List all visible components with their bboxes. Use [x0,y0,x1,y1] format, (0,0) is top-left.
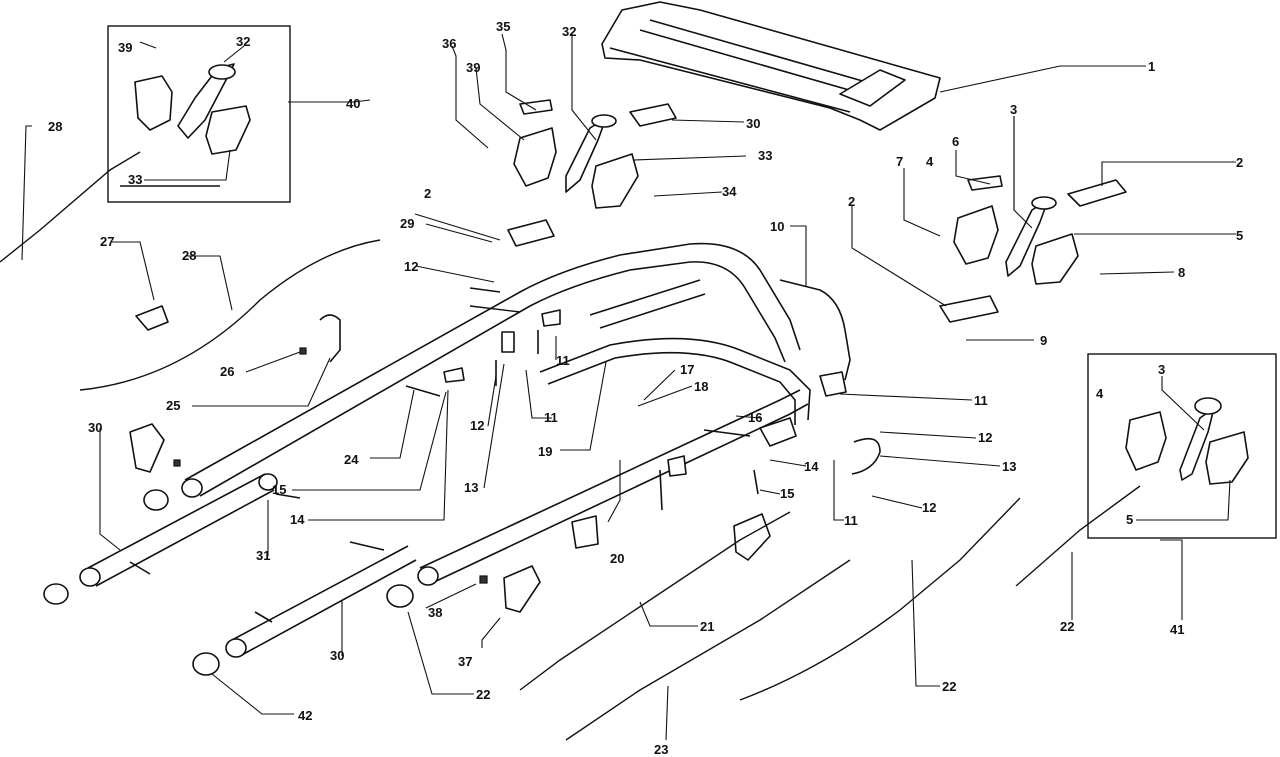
callout-28: 28 [182,248,196,263]
callout-11: 11 [556,353,570,368]
callout-numbers: 1 2 2 2 3 3 4 4 5 5 6 7 8 9 10 11 11 11 … [48,19,1243,757]
callout-2: 2 [1236,155,1243,170]
inset-box-40 [107,25,291,203]
callout-27: 27 [100,234,114,249]
lever-assembly-41 [1125,397,1249,485]
callout-22: 22 [476,687,490,702]
callout-22: 22 [942,679,956,694]
callout-12: 12 [404,259,418,274]
lever-assembly-40 [120,63,251,187]
callout-25: 25 [166,398,180,413]
callout-23: 23 [654,742,668,757]
callout-31: 31 [256,548,270,563]
screws [275,330,759,551]
callout-34: 34 [722,184,737,199]
main-handle-tubes [181,242,851,586]
callout-21: 21 [700,619,714,634]
callout-2: 2 [424,186,431,201]
callout-6: 6 [952,134,959,149]
callout-32: 32 [562,24,576,39]
callout-4: 4 [1096,386,1104,401]
callout-14: 14 [804,459,819,474]
callout-8: 8 [1178,265,1185,280]
callout-1: 1 [1148,59,1155,74]
callout-5: 5 [1126,512,1133,527]
callout-30: 30 [746,116,760,131]
callout-13: 13 [1002,459,1016,474]
callout-12: 12 [922,500,936,515]
callout-3: 3 [1010,102,1017,117]
inset-box-41 [1087,353,1277,539]
callout-4: 4 [926,154,934,169]
callout-24: 24 [344,452,359,467]
callout-33: 33 [758,148,772,163]
callout-10: 10 [770,219,784,234]
lever-assembly-top [513,99,677,209]
callout-9: 9 [1040,333,1047,348]
callout-11: 11 [974,393,988,408]
callout-15: 15 [780,486,794,501]
callout-36: 36 [442,36,456,51]
leader-lines [21,33,1236,741]
callout-14: 14 [290,512,305,527]
callout-26: 26 [220,364,234,379]
callout-12: 12 [470,418,484,433]
small-brackets [129,219,881,613]
callout-37: 37 [458,654,472,669]
callout-40: 40 [346,96,360,111]
part-1-grip-housing [601,1,941,131]
callout-7: 7 [896,154,903,169]
callout-16: 16 [748,410,762,425]
callout-41: 41 [1170,622,1184,637]
callout-39: 39 [466,60,480,75]
callout-29: 29 [400,216,414,231]
callout-19: 19 [538,444,552,459]
callout-22: 22 [1060,619,1074,634]
callout-11: 11 [844,513,858,528]
callout-3: 3 [1158,362,1165,377]
callout-33: 33 [128,172,142,187]
callout-30: 30 [330,648,344,663]
callout-2: 2 [848,194,855,209]
callout-38: 38 [428,605,442,620]
part-30-lower-tubes [79,473,417,658]
callout-15: 15 [272,482,286,497]
callout-35: 35 [496,19,510,34]
callout-5: 5 [1236,228,1243,243]
callout-32: 32 [236,34,250,49]
callout-13: 13 [464,480,478,495]
callout-17: 17 [680,362,694,377]
callout-39: 39 [118,40,132,55]
callout-11: 11 [544,410,558,425]
callout-18: 18 [694,379,708,394]
callout-28: 28 [48,119,62,134]
lever-assembly-right [939,175,1127,323]
callout-12: 12 [978,430,992,445]
control-cables [0,151,1141,741]
callout-42: 42 [298,708,312,723]
end-caps [43,489,414,676]
callout-30: 30 [88,420,102,435]
callout-20: 20 [610,551,624,566]
